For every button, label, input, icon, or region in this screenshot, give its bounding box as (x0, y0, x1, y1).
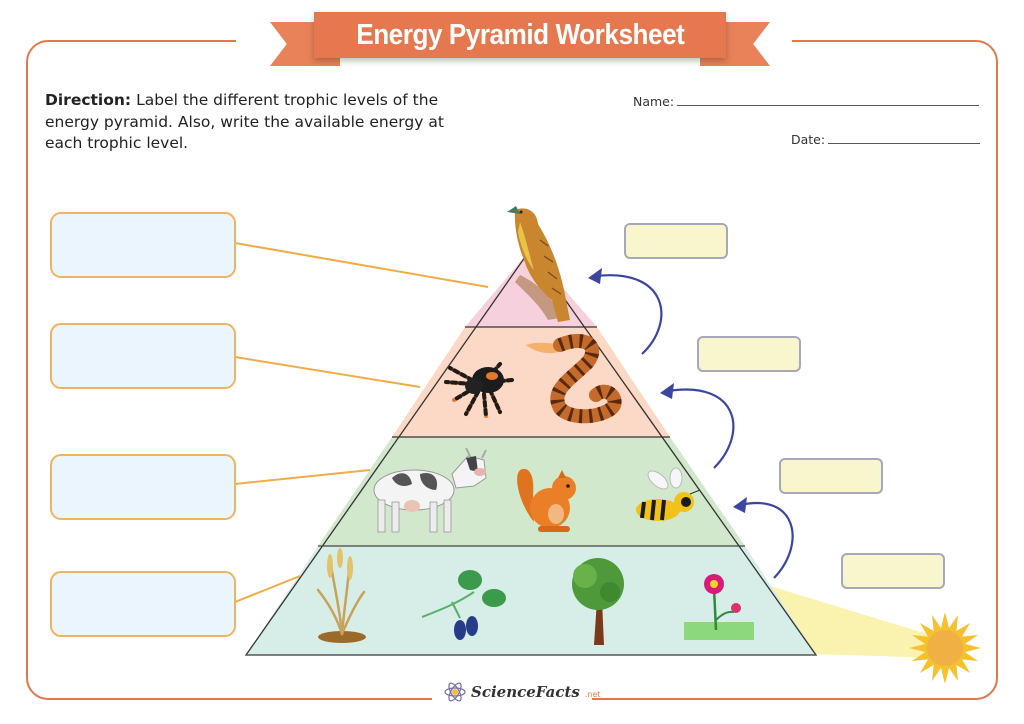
name-label: Name: (633, 94, 675, 109)
blackberry-icon (421, 570, 506, 640)
brand-name: ScienceFacts (471, 683, 580, 701)
name-input-line[interactable] (677, 105, 980, 106)
date-field[interactable]: Date: (791, 132, 981, 147)
title-banner: Energy Pyramid Worksheet (270, 8, 770, 72)
banner-ribbon: Energy Pyramid Worksheet (314, 12, 726, 58)
rattlesnake-icon (526, 334, 622, 424)
trophic-label-box-3[interactable] (50, 454, 236, 520)
connector-lines (234, 242, 489, 603)
energy-box-3[interactable] (779, 458, 883, 494)
energy-box-2[interactable] (697, 336, 801, 372)
footer-logo: ScienceFacts .net (443, 680, 601, 704)
atom-icon (444, 682, 466, 702)
trophic-label-box-4[interactable] (50, 571, 236, 637)
date-label: Date: (791, 132, 826, 147)
trophic-label-box-2[interactable] (50, 323, 236, 389)
energy-box-1[interactable] (624, 223, 728, 259)
flower-icon (684, 574, 754, 640)
sunlight-beam (770, 586, 942, 658)
directions-text: Label the different trophic levels of th… (45, 91, 444, 152)
frame-gap (432, 690, 592, 710)
name-field[interactable]: Name: (633, 94, 980, 109)
wheat-icon (316, 548, 366, 643)
energy-box-4[interactable] (841, 553, 945, 589)
squirrel-icon (517, 468, 576, 532)
cow-icon (373, 447, 487, 533)
brand-suffix: .net (584, 689, 601, 699)
directions: Direction: Label the different trophic l… (45, 90, 445, 155)
bee-icon (636, 467, 701, 521)
trophic-label-box-1[interactable] (50, 212, 236, 278)
sun-icon (909, 612, 981, 684)
directions-label: Direction: (45, 91, 132, 109)
tree-icon (572, 558, 624, 645)
hawk-icon (507, 206, 570, 322)
tarantula-icon (444, 362, 514, 418)
pyramid-level-2 (392, 327, 670, 437)
energy-flow-arrows (595, 274, 794, 579)
pyramid-level-4 (246, 546, 816, 655)
date-input-line[interactable] (828, 143, 981, 144)
page-title: Energy Pyramid Worksheet (355, 18, 685, 51)
